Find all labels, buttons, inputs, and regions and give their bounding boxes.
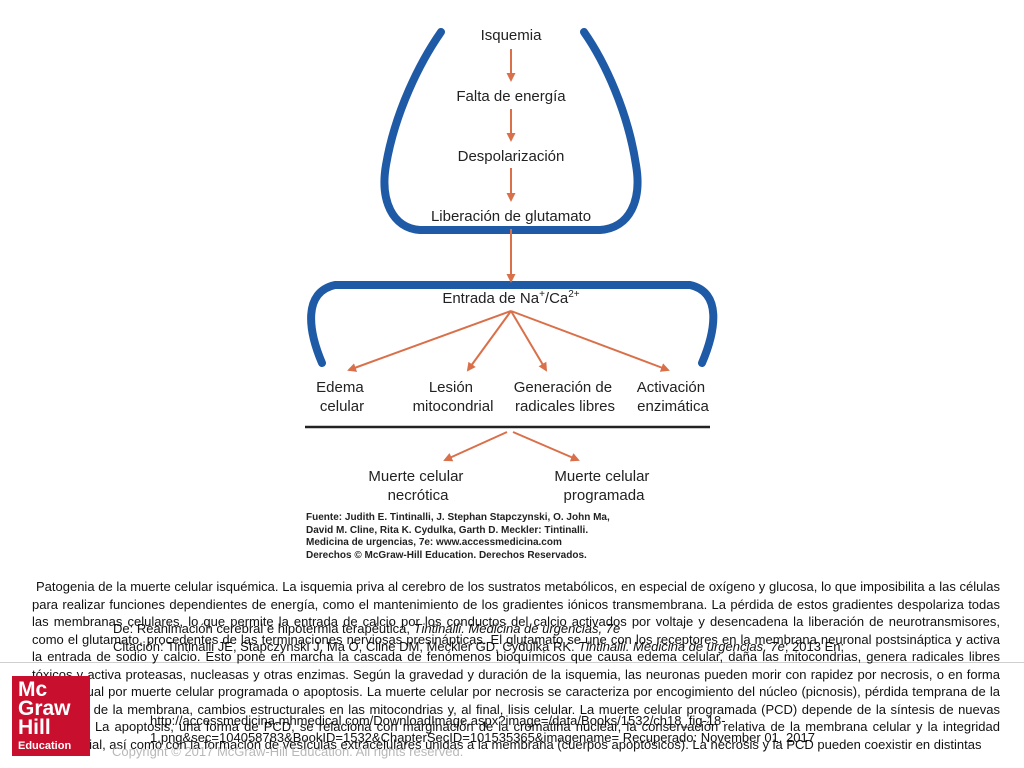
citation-line-1: De: Reanimación cerebral e hipotermia te… <box>113 621 621 636</box>
citation-url-line-2[interactable]: 1.png&sec=104058783&BookID=1532&ChapterS… <box>150 730 815 745</box>
arrow-entrada-edema <box>347 310 512 372</box>
citation-line-2: Citación: Tintinalli JE, Stapczynski J, … <box>113 639 845 654</box>
figure-caption: Patogenia de la muerte celular isquémica… <box>32 578 1000 753</box>
source-line: Medicina de urgencias, 7e: www.accessmed… <box>306 537 562 548</box>
citation-url-line-1[interactable]: http://accessmedicina.mhmedical.com/Down… <box>150 713 726 728</box>
slide-divider <box>0 662 1024 663</box>
node-despolarizacion: Despolarización <box>458 148 565 165</box>
node-generacion-radicales: Generación de radicales libres <box>514 379 617 415</box>
node-falta-energia: Falta de energía <box>456 88 566 105</box>
node-entrada: Entrada de Na+/Ca2+ <box>442 289 579 307</box>
node-lesion-mitocondrial: Lesión mitocondrial <box>413 379 494 415</box>
node-isquemia: Isquemia <box>481 27 543 44</box>
arrow-to-programada <box>512 431 580 462</box>
mcgraw-hill-logo: Mc Graw Hill Education <box>12 676 90 756</box>
arrow-entrada-generacion <box>510 310 548 372</box>
node-activacion-enzimatica: Activación enzimática <box>637 379 710 415</box>
diagram-source-credit: Fuente: Judith E. Tintinalli, J. Stephan… <box>306 512 714 562</box>
node-liberacion-glutamato: Liberación de glutamato <box>431 208 591 225</box>
source-line: David M. Cline, Rita K. Cydulka, Garth D… <box>306 524 589 536</box>
bracket-arc <box>307 281 718 367</box>
node-edema-celular: Edema celular <box>316 379 368 415</box>
arrow-entrada-lesion <box>466 310 512 372</box>
source-line: Fuente: Judith E. Tintinalli, J. Stephan… <box>306 512 610 523</box>
source-line: Derechos © McGraw-Hill Education. Derech… <box>306 549 587 561</box>
arrow-entrada-activacion <box>510 310 670 372</box>
arrow-to-necrotica <box>443 431 508 462</box>
node-muerte-programada: Muerte celular programada <box>554 468 653 504</box>
caption-text: Patogenia de la muerte celular isquémica… <box>32 579 1000 752</box>
node-muerte-necrotica: Muerte celular necrótica <box>368 468 467 504</box>
copyright-notice: Copyright © 2017 McGraw-Hill Education. … <box>112 744 464 759</box>
